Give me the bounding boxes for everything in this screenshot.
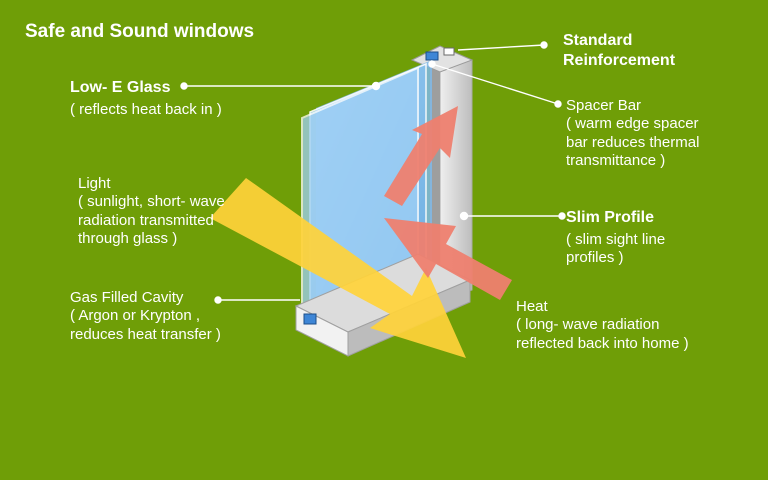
spacer-bar-bottom — [303, 313, 317, 325]
heat-line-1: Heat — [516, 298, 548, 315]
gas-line-1: Gas Filled Cavity — [70, 289, 184, 306]
leader-spacer — [431, 63, 559, 105]
heat-label: Heat ( long- wave radiation reflected ba… — [516, 298, 689, 353]
heat-line-2: ( long- wave radiation — [516, 316, 660, 334]
spacer-line-3: bar reduces thermal — [566, 133, 700, 151]
light-label: Light ( sunlight, short- wave radiation … — [78, 175, 225, 248]
leader-dot-low-e-end — [371, 81, 381, 91]
slim-line-1: ( slim sight line — [566, 231, 666, 248]
leader-dot-spacer-end — [554, 100, 562, 108]
slim-profile-desc: ( slim sight line profiles ) — [566, 231, 665, 268]
low-e-glass-desc: ( reflects heat back in ) — [70, 101, 222, 118]
reinforcement-label: Standard Reinforcement — [563, 31, 675, 70]
gas-cavity-label: Gas Filled Cavity ( Argon or Krypton , r… — [70, 289, 221, 344]
slim-line-2: profiles ) — [566, 249, 624, 267]
light-line-4: through glass ) — [78, 229, 178, 247]
leader-dot-slim-start — [459, 211, 469, 221]
light-arrow — [210, 178, 466, 358]
spacer-bar-label: Spacer Bar ( warm edge spacer bar reduce… — [566, 97, 699, 170]
light-line-1: Light — [78, 175, 111, 192]
leader-dot-slim-end — [558, 212, 566, 220]
reinforcement-line-1: Standard — [563, 32, 633, 49]
reinforcement-top — [443, 47, 455, 56]
light-line-2: ( sunlight, short- wave — [78, 193, 225, 211]
reinforcement-line-2: Reinforcement — [563, 51, 676, 69]
page-title: Safe and Sound windows — [25, 21, 255, 42]
spacer-line-1: Spacer Bar — [566, 97, 642, 114]
spacer-line-4: transmittance ) — [566, 151, 666, 169]
heat-arrow-up — [384, 106, 458, 206]
spacer-bar-top — [425, 51, 439, 61]
light-line-3: radiation transmitted — [78, 211, 214, 229]
heat-line-3: reflected back into home ) — [516, 334, 689, 352]
slim-profile-label: Slim Profile — [566, 209, 655, 226]
leader-dot-gas — [214, 296, 222, 304]
spacer-line-2: ( warm edge spacer — [566, 115, 699, 133]
heat-arrow-back — [384, 218, 512, 300]
gas-line-3: reduces heat transfer ) — [70, 325, 221, 343]
low-e-glass-label: Low- E Glass — [70, 79, 171, 96]
gas-line-2: ( Argon or Krypton , — [70, 307, 201, 325]
leader-dot-low-e-start — [180, 82, 188, 90]
leader-dot-spacer-start — [428, 60, 436, 68]
leader-reinforcement — [457, 44, 545, 51]
leader-dot-reinforcement — [540, 41, 548, 49]
leader-lines — [180, 41, 566, 304]
